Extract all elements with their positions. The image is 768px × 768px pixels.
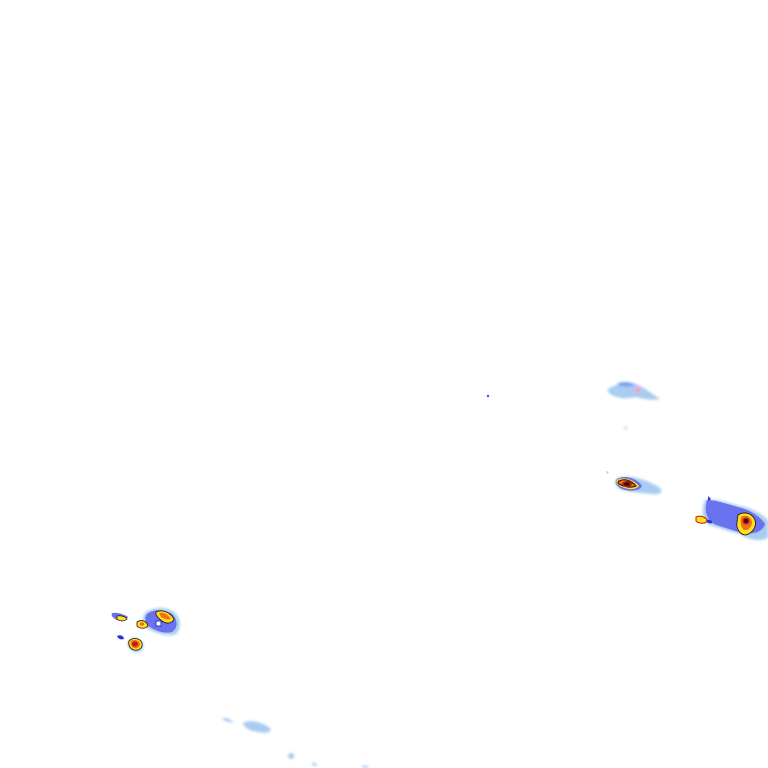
precip-echo-dot [486,394,490,398]
precip-cluster-right-edge [695,496,768,541]
precip-echo-upper-right [607,381,660,430]
precip-cell-right-center [606,471,662,495]
precip-echo-bottom [222,717,369,768]
precip-cluster-lower-left [111,607,180,653]
